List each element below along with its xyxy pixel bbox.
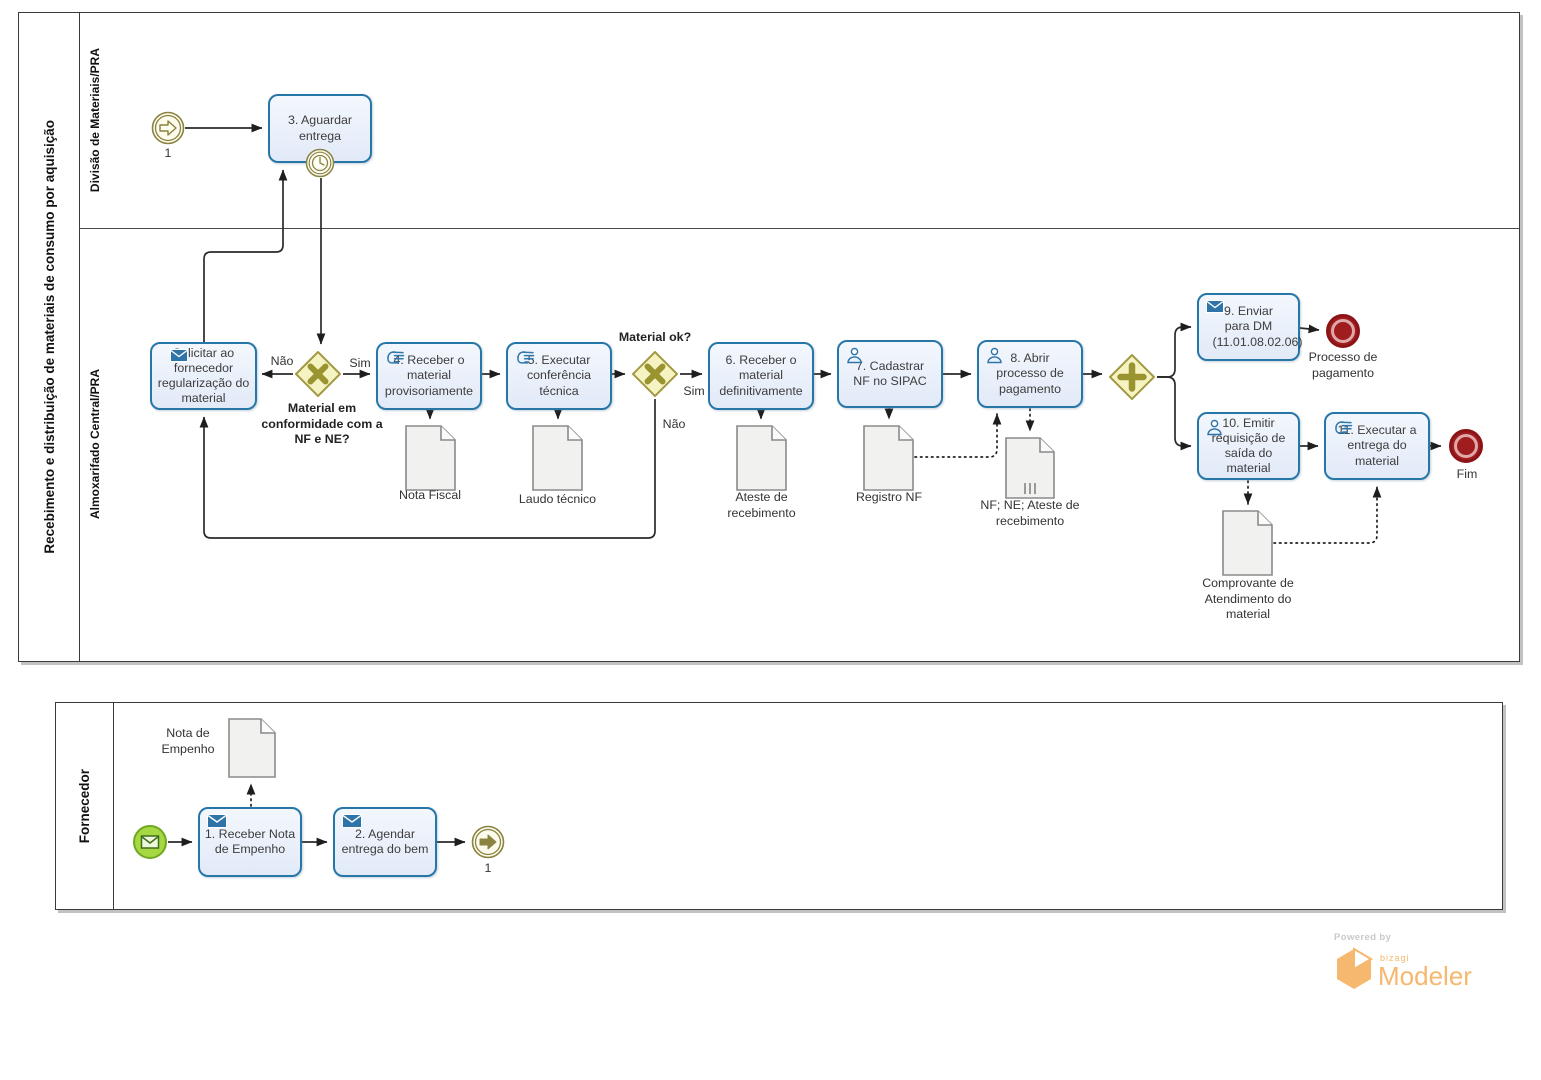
bizagi-brand-text: bizagi [1380,953,1410,963]
link-arrow-icon [159,120,177,136]
pool-main-title: Recebimento e distribuição de materiais … [41,120,57,554]
lane-almoxarifado-label: Almoxarifado Central/PRA [88,369,102,520]
task-label: 10. Emitir requisição de saída do materi… [1211,415,1286,476]
flow-label-sim: Sim [349,356,371,370]
message-icon [207,814,227,828]
task-enviar-para-dm[interactable]: 9. Enviar para DM (11.01.08.02.06) [1197,293,1303,361]
gateway-parallel[interactable] [1108,353,1156,401]
lane-divider [79,228,1519,229]
task-label: 11. Executar a entrega do material [1337,423,1417,468]
flow-label-nao: Não [270,354,294,368]
task-label: 4. Receber o material provisoriamente [384,353,474,398]
task-abrir-processo-pagamento[interactable]: 8. Abrir processo de pagamento [977,340,1083,408]
gateway-conformidade-question: Material em conformidade com a NF e NE? [261,401,383,446]
task-label: 8. Abrir processo de pagamento [996,351,1064,396]
task-label: 7. Cadastrar NF no SIPAC [853,358,927,388]
gateway-material-ok-question: Material ok? [618,330,692,344]
document-nf-ne-ateste-label: NF; NE; Ateste de recebimento [980,498,1080,528]
end-event-fim[interactable] [1447,427,1485,465]
task-agendar-entrega-bem[interactable]: 2. Agendar entrega do bem [333,807,437,877]
user-task-icon [846,347,863,364]
document-comprovante[interactable] [1222,510,1273,576]
document-laudo-tecnico-label: Laudo técnico [518,492,597,506]
exclusive-x-icon [644,363,666,385]
document-registro-nf[interactable] [863,425,914,491]
flow-label-sim: Sim [683,384,705,398]
link-throw-label: 1 [484,861,492,875]
task-executar-entrega[interactable]: 11. Executar a entrega do material [1324,412,1430,480]
lane-divisao-materiais-label: Divisão de Materiais/PRA [88,48,102,193]
document-comprovante-label: Comprovante de Atendimento do material [1202,576,1294,621]
task-cadastrar-nf-sipac[interactable]: 7. Cadastrar NF no SIPAC [837,340,943,408]
document-laudo-tecnico[interactable] [532,425,583,491]
end-event-processo[interactable] [1324,312,1362,350]
task-label: Solicitar ao fornecedor regularização do… [157,345,250,406]
exclusive-x-icon [307,363,329,385]
flow-label-nao: Não [662,417,686,431]
user-task-icon [1206,419,1223,436]
link-catch-event[interactable] [151,111,185,145]
task-label: 5. Executar conferência técnica [526,353,592,398]
lane-divisao-materiais-band: Divisão de Materiais/PRA [79,13,111,228]
parallel-plus-icon [1117,362,1147,392]
send-message-icon [1206,300,1224,313]
lane-almoxarifado-band: Almoxarifado Central/PRA [79,228,111,661]
pool-fornecedor-title-band: Fornecedor [56,703,114,909]
pool-main-title-band: Recebimento e distribuição de materiais … [19,13,80,661]
message-icon [342,814,362,828]
gateway-material-ok[interactable] [631,350,679,398]
document-nota-fiscal[interactable] [405,425,456,491]
task-conferencia-tecnica[interactable]: 5. Executar conferência técnica [506,342,612,410]
task-label: 2. Agendar entrega do bem [341,826,429,856]
gateway-conformidade[interactable] [294,350,342,398]
clock-icon [311,154,329,172]
task-label: 1. Receber Nota de Empenho [204,826,296,856]
manual-task-hand-icon [515,349,535,365]
bizagi-modeler-logo: Powered by bizagi Modeler [1334,932,1534,1002]
link-catch-label: 1 [164,146,172,160]
bizagi-hexagon-icon [1334,947,1374,991]
user-task-icon [986,347,1003,364]
message-icon [140,835,160,849]
message-start-event[interactable] [132,824,168,860]
document-ateste-recebimento-label: Ateste de recebimento [727,490,796,520]
document-nota-empenho[interactable] [228,718,276,778]
document-nota-fiscal-label: Nota Fiscal [399,488,461,502]
task-receber-definitivamente[interactable]: 6. Receber o material definitivamente [708,342,814,410]
task-label: 6. Receber o material definitivamente [719,353,803,398]
task-receber-nota-empenho[interactable]: 1. Receber Nota de Empenho [198,807,302,877]
powered-by-text: Powered by [1334,932,1392,943]
end-event-processo-label: Processo de pagamento [1308,350,1378,380]
timer-boundary-event[interactable] [305,148,335,178]
end-event-fim-label: Fim [1456,467,1478,481]
task-emitir-requisicao[interactable]: 10. Emitir requisição de saída do materi… [1197,412,1300,480]
manual-task-hand-icon [385,349,405,365]
link-throw-event[interactable] [471,825,505,859]
link-arrow-icon [479,834,497,850]
collection-marker-icon [1024,483,1036,494]
document-registro-nf-label: Registro NF [855,490,923,504]
document-ateste-recebimento[interactable] [736,425,787,491]
pool-fornecedor-title: Fornecedor [77,768,92,844]
modeler-product-text: Modeler [1378,961,1472,991]
task-label: 3. Aguardar entrega [287,113,353,143]
task-solicitar-regularizacao[interactable]: Solicitar ao fornecedor regularização do… [150,342,257,410]
send-message-icon [170,349,188,362]
document-nf-ne-ateste[interactable] [1005,437,1055,499]
task-receber-provisoriamente[interactable]: 4. Receber o material provisoriamente [376,342,482,410]
task-label: 9. Enviar para DM (11.01.08.02.06) [1212,304,1303,349]
manual-task-hand-icon [1333,419,1353,435]
document-nota-empenho-label: Nota de Empenho [161,726,215,756]
